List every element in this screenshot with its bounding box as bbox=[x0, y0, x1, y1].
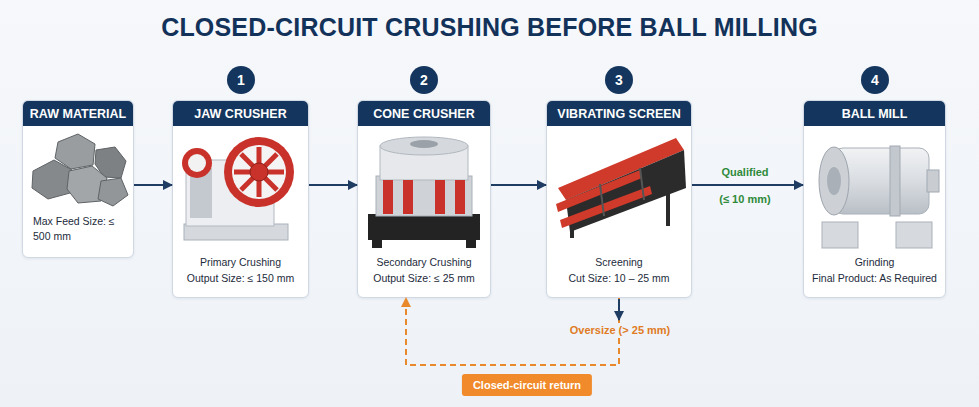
callout-number: 4 bbox=[871, 72, 879, 88]
step-circle bbox=[227, 66, 255, 94]
card-text: Secondary Crushing bbox=[361, 254, 487, 270]
card-header: JAW CRUSHER bbox=[173, 101, 308, 126]
step-circle bbox=[861, 66, 889, 94]
connector-label: Closed-circuit return bbox=[462, 374, 592, 396]
process-card: JAW CRUSHER Primary CrushingOutput Size: … bbox=[172, 100, 309, 298]
card-text: Screening bbox=[550, 254, 688, 270]
card-text: Cut Size: 10 – 25 mm bbox=[550, 270, 688, 286]
card-header: BALL MILL bbox=[804, 101, 945, 126]
discharge-arrow bbox=[618, 299, 620, 320]
flow-arrow bbox=[692, 184, 803, 186]
card-text: Primary Crushing bbox=[176, 254, 305, 270]
process-card: VIBRATING SCREEN ScreeningCut Size: 10 – … bbox=[546, 100, 692, 298]
flow-arrow bbox=[309, 184, 357, 186]
diagram-title: CLOSED-CIRCUIT CRUSHING BEFORE BALL MILL… bbox=[0, 13, 979, 42]
process-card: RAW MATERIAL Max Feed Size: ≤ 500 mm bbox=[22, 100, 134, 258]
step-circle bbox=[605, 66, 633, 94]
step-circles bbox=[227, 66, 889, 94]
card-text: Output Size: ≤ 150 mm bbox=[176, 270, 305, 286]
process-card: BALL MILL GrindingFinal Product: As Requi… bbox=[803, 100, 946, 298]
card-header: VIBRATING SCREEN bbox=[547, 101, 691, 126]
callout-number: 2 bbox=[420, 72, 428, 88]
oversize-note: Oversize (> 25 mm) bbox=[568, 323, 673, 337]
card-header: CONE CRUSHER bbox=[358, 101, 490, 126]
callout-number: 3 bbox=[615, 72, 623, 88]
card-text: Max Feed Size: ≤ 500 mm bbox=[33, 214, 123, 244]
card-text: Final Product: As Required bbox=[807, 270, 942, 286]
callout-number: 1 bbox=[237, 72, 245, 88]
step-circle bbox=[410, 66, 438, 94]
card-header: RAW MATERIAL bbox=[23, 101, 133, 126]
process-card: CONE CRUSHER Secondary CrushingOutput Siz… bbox=[357, 100, 491, 298]
connector-label: Qualified bbox=[721, 166, 768, 178]
flow-arrow bbox=[491, 184, 546, 186]
flow-arrow bbox=[134, 184, 172, 186]
size-note: (≤ 10 mm) bbox=[719, 193, 770, 205]
card-text: Grinding bbox=[807, 254, 942, 270]
card-text: Output Size: ≤ 25 mm bbox=[361, 270, 487, 286]
